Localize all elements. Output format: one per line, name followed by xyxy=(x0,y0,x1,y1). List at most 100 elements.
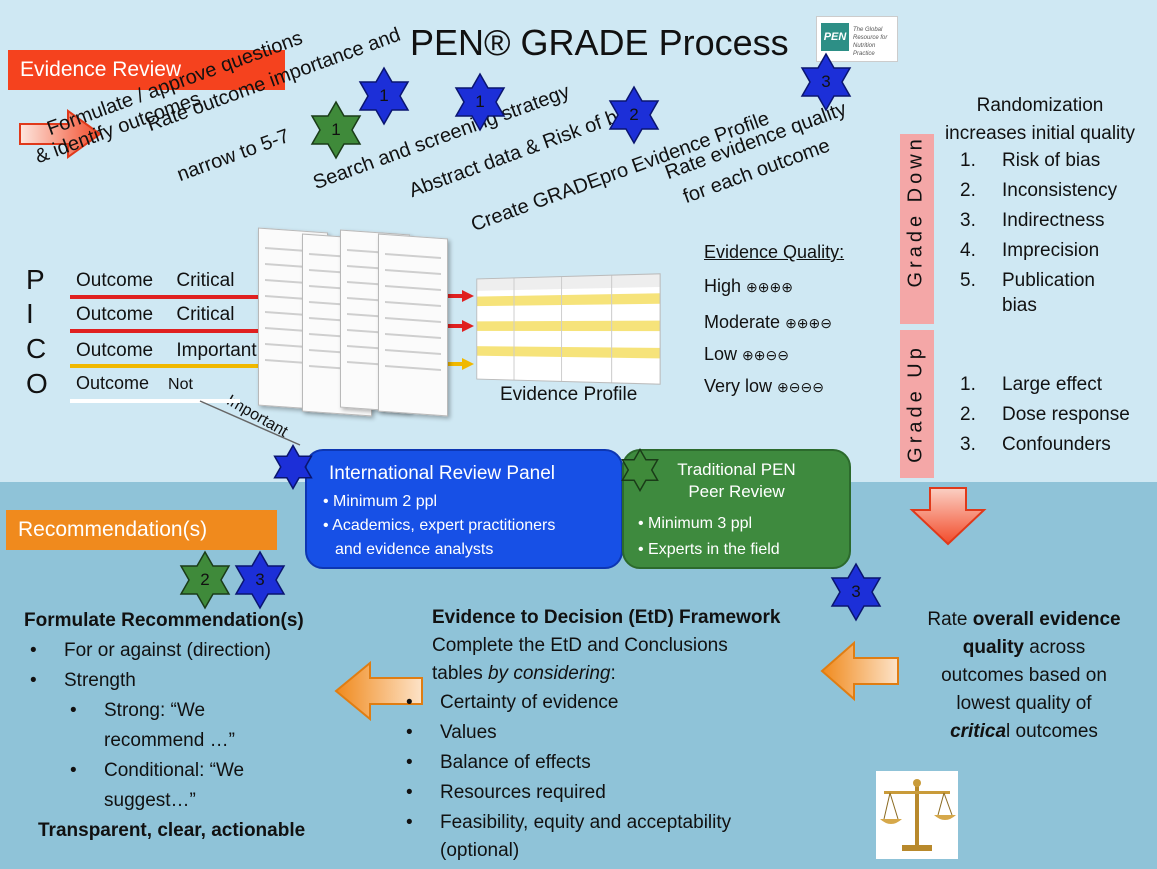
blue-star-panel xyxy=(270,444,316,490)
etd-heading: Evidence to Decision (EtD) Framework xyxy=(432,607,781,628)
overall-line-4: lowest quality of xyxy=(956,693,1092,714)
blue-star-1a: 1 xyxy=(354,66,414,126)
right-arrow-icon xyxy=(19,109,102,159)
scales-of-justice-icon xyxy=(876,771,958,859)
outcome-importance: Critical xyxy=(176,270,235,291)
study-document-4 xyxy=(378,233,448,417)
outcome-row-4: Outcome Not xyxy=(76,373,193,394)
grade-up-list: 1.Large effect 2.Dose response 3.Confoun… xyxy=(960,370,1130,460)
pico-c: C xyxy=(26,333,47,364)
etd-framework-section: Evidence to Decision (EtD) Framework Com… xyxy=(406,604,852,864)
panel-intl-bullet-2: • Academics, expert practitioners xyxy=(323,517,556,534)
grade-down-item: 1.Risk of bias xyxy=(960,150,1101,171)
pen-logo: PEN The Global Resource for Nutrition Pr… xyxy=(816,16,898,62)
grade-down-item: 5.Publication xyxy=(960,270,1095,291)
formulate-rec-heading: Formulate Recommendation(s) xyxy=(24,610,304,631)
panel-intl-title: International Review Panel xyxy=(329,463,556,484)
grade-down-label: Grade Down xyxy=(904,135,927,288)
grade-up-label: Grade Up xyxy=(904,344,927,463)
outcome-row-3: Outcome Important xyxy=(76,340,257,362)
green-star-panel xyxy=(618,448,662,492)
panel-pen-title: Traditional PEN Peer Review xyxy=(677,460,796,501)
formulate-recommendations-section: Formulate Recommendation(s) For or again… xyxy=(24,606,384,846)
grade-down-item: 3.Indirectness xyxy=(960,210,1105,231)
blue-star-3-number: 3 xyxy=(821,72,831,91)
panel-pen-bullet-1: • Minimum 3 ppl xyxy=(638,515,753,532)
etd-line-1: Complete the EtD and Conclusions xyxy=(432,635,728,656)
grade-down-bar xyxy=(900,134,934,324)
green-star-1: 1 xyxy=(306,100,366,160)
panel-intl-bullet-1: • Minimum 2 ppl xyxy=(323,493,438,510)
outcome-label: Outcome xyxy=(76,304,154,325)
pico-i: I xyxy=(26,298,34,329)
etd-criterion-optional: (optional) xyxy=(440,840,520,861)
page-title: PEN® GRADE Process xyxy=(410,22,789,63)
etd-criterion: Certainty of evidence xyxy=(400,688,852,718)
evidence-quality-heading: Evidence Quality: xyxy=(704,242,845,262)
blue-star-2: 2 xyxy=(604,85,664,145)
blue-star-1a-number: 1 xyxy=(379,86,389,105)
overall-line-2: quality across xyxy=(962,637,1086,658)
quality-very-low: Very low ⊕⊖⊖⊖ xyxy=(704,376,824,396)
green-star-2: 2 xyxy=(175,550,235,610)
quality-high: High ⊕⊕⊕⊕ xyxy=(704,276,793,296)
quality-moderate: Moderate ⊕⊕⊕⊖ xyxy=(704,312,832,332)
grade-up-item: 1.Large effect xyxy=(960,374,1103,395)
overall-line-3: outcomes based on xyxy=(941,665,1107,686)
formulate-rec-item: For or against (direction) xyxy=(24,636,384,666)
blue-star-3b: 3 xyxy=(230,550,290,610)
green-star-1-number: 1 xyxy=(331,120,341,139)
overall-line-1: Rate overall evidence xyxy=(927,609,1121,630)
pico-o: O xyxy=(26,368,48,399)
outcome-row-1: Outcome Critical xyxy=(76,270,234,292)
quality-low: Low ⊕⊕⊖⊖ xyxy=(704,344,789,364)
outcome-importance: Important xyxy=(176,340,257,361)
blue-star-3b-number: 3 xyxy=(255,570,265,589)
green-star-2-number: 2 xyxy=(200,570,210,589)
grade-down-item: 4.Imprecision xyxy=(960,240,1100,261)
grade-up-item: 3.Confounders xyxy=(960,434,1111,455)
grade-up-bar xyxy=(900,330,934,478)
outcome-row-2: Outcome Critical xyxy=(76,304,234,326)
etd-criterion: Feasibility, equity and acceptability xyxy=(400,808,852,838)
down-arrow-icon xyxy=(909,487,987,546)
outcome-label: Outcome xyxy=(76,373,150,393)
recommendations-label: Recommendation(s) xyxy=(6,510,277,550)
outcome-label: Outcome xyxy=(76,340,154,361)
outcome-importance: Critical xyxy=(176,304,235,325)
blue-star-1b-number: 1 xyxy=(475,92,485,111)
etd-criterion: Values xyxy=(400,718,852,748)
evidence-profile-label: Evidence Profile xyxy=(500,384,638,405)
outcome-importance: Not xyxy=(168,376,193,393)
etd-criteria-list: Certainty of evidence Values Balance of … xyxy=(400,688,852,838)
blue-star-1b: 1 xyxy=(450,72,510,132)
pico-p: P xyxy=(26,264,45,295)
formulate-rec-list: For or against (direction) Strength xyxy=(24,636,384,696)
blue-star-2-number: 2 xyxy=(629,105,639,124)
evidence-profile-table xyxy=(476,273,661,385)
blue-star-3: 3 xyxy=(796,52,856,112)
evidence-review-label: Evidence Review xyxy=(8,50,285,90)
outcome-label: Outcome xyxy=(76,270,154,291)
grade-down-list: 1.Risk of bias 2.Inconsistency 3.Indirec… xyxy=(960,146,1117,318)
grade-down-item: bias xyxy=(1002,295,1037,316)
panel-pen-bullet-2: • Experts in the field xyxy=(638,541,780,558)
etd-line-2: tables by considering: xyxy=(432,663,616,684)
pen-peer-review-panel: Traditional PEN Peer Review • Minimum 3 … xyxy=(622,449,851,569)
blue-star-3c-number: 3 xyxy=(851,582,861,601)
pen-logo-mark: PEN xyxy=(821,23,849,51)
grade-down-item: 2.Inconsistency xyxy=(960,180,1118,201)
overall-line-5: critical outcomes xyxy=(950,721,1098,742)
pen-logo-tagline: The Global Resource for Nutrition Practi… xyxy=(853,27,888,57)
formulate-rec-item: Strength xyxy=(24,666,384,696)
overall-quality-section: Rate overall evidence quality across out… xyxy=(896,606,1152,746)
grade-up-item: 2.Dose response xyxy=(960,404,1130,425)
formulate-rec-footer: Transparent, clear, actionable xyxy=(38,820,306,841)
etd-criterion: Balance of effects xyxy=(400,748,852,778)
international-review-panel: International Review Panel • Minimum 2 p… xyxy=(305,449,623,569)
left-arrow-icon-2 xyxy=(820,640,899,702)
